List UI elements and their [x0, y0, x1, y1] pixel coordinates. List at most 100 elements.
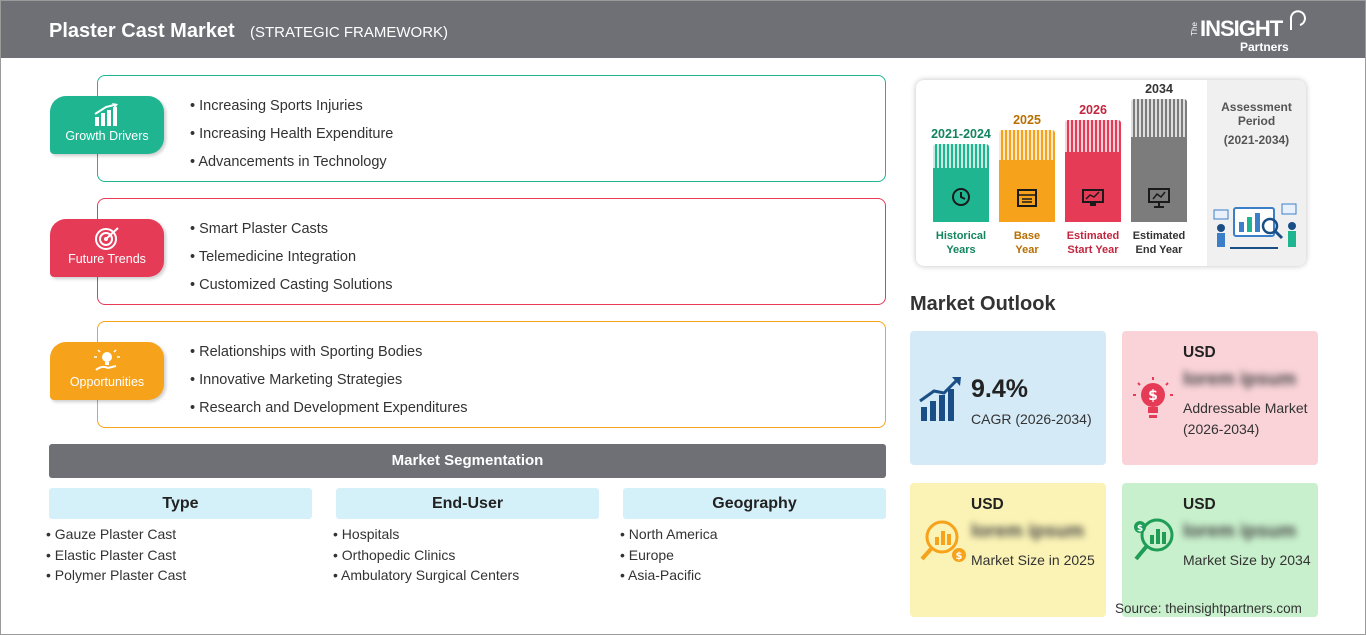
list-item: Orthopedic Clinics	[333, 545, 519, 566]
timeline-start-icon	[1080, 185, 1106, 214]
timeline-label-line: Estimated	[1132, 230, 1186, 242]
segment-geography-header: Geography	[623, 488, 886, 519]
assessment-period-title: Assessment Period	[1221, 100, 1292, 128]
size-2025-value-blurred: lorem ipsum	[971, 521, 1084, 542]
future-trends-badge: Future Trends	[50, 219, 164, 277]
svg-text:$: $	[1148, 388, 1158, 404]
list-item: North America	[620, 524, 718, 545]
timeline-year-end: 2034	[1145, 82, 1173, 96]
target-icon	[95, 227, 119, 250]
source-credit[interactable]: Source: theinsightpartners.com	[1115, 601, 1302, 616]
opportunities-badge: Opportunities	[50, 342, 164, 400]
list-item: Telemedicine Integration	[190, 243, 393, 271]
future-trends-box: Smart Plaster Casts Telemedicine Integra…	[97, 198, 886, 305]
list-item: Elastic Plaster Cast	[46, 545, 186, 566]
money-magnifier-icon: $	[1134, 518, 1174, 561]
timeline-bar-stripes	[1131, 99, 1187, 137]
money-bulb-icon: $	[1133, 377, 1173, 418]
badge-label: Opportunities	[69, 375, 145, 389]
addressable-usd-label: USD	[1183, 344, 1216, 361]
page-subtitle: (STRATEGIC FRAMEWORK)	[250, 24, 449, 41]
badge-label: Future Trends	[68, 252, 146, 266]
future-trends-list: Smart Plaster Casts Telemedicine Integra…	[190, 215, 393, 299]
timeline-year-historical: 2021-2024	[931, 127, 991, 141]
segment-end-user-header: End-User	[336, 488, 599, 519]
segment-type-list: Gauze Plaster Cast Elastic Plaster Cast …	[46, 524, 186, 586]
timeline-label-line: Years	[946, 244, 976, 256]
page-title: Plaster Cast Market	[49, 20, 235, 42]
assessment-period-range: (2021-2034)	[1223, 133, 1290, 147]
svg-text:$: $	[956, 551, 963, 562]
list-item: Increasing Sports Injuries	[190, 92, 393, 120]
timeline-year-start: 2026	[1079, 103, 1107, 117]
size-2025-usd-label: USD	[971, 496, 1004, 513]
insight-partners-logo[interactable]: The INSIGHT Partners	[1190, 10, 1310, 54]
list-item: Research and Development Expenditures	[190, 394, 467, 422]
header-bar: Plaster Cast Market (STRATEGIC FRAMEWORK…	[0, 0, 1366, 58]
bar-growth-icon	[94, 103, 118, 126]
timeline-bar-stripes	[1065, 120, 1121, 152]
addressable-market-card: $ USD lorem ipsum Addressable Market (20…	[1122, 331, 1318, 465]
timeline-bar-start	[1065, 120, 1121, 222]
timeline-historical-icon	[948, 185, 974, 214]
timeline-end-icon	[1146, 185, 1172, 214]
segment-end-user-list: Hospitals Orthopedic Clinics Ambulatory …	[333, 524, 519, 586]
badge-label: Growth Drivers	[65, 129, 149, 143]
size-2034-value-blurred: lorem ipsum	[1183, 521, 1296, 542]
size-2034-usd-label: USD	[1183, 496, 1216, 513]
segment-geography-list: North America Europe Asia-Pacific	[620, 524, 718, 586]
timeline-bar-historical	[933, 144, 989, 222]
timeline-label-line: Start Year	[1067, 244, 1119, 256]
opportunities-list: Relationships with Sporting Bodies Innov…	[190, 338, 468, 422]
timeline-label-line: Base	[1013, 230, 1041, 242]
timeline-bar-base	[999, 130, 1055, 222]
assessment-period-panel: Assessment Period (2021-2034)	[1207, 80, 1306, 266]
addressable-value-blurred: lorem ipsum	[1183, 369, 1296, 390]
list-item: Gauze Plaster Cast	[46, 524, 186, 545]
cagr-label: CAGR (2026-2034)	[971, 411, 1092, 427]
list-item: Ambulatory Surgical Centers	[333, 565, 519, 586]
market-size-2034-card: $ USD lorem ipsum Market Size by 2034	[1122, 483, 1318, 617]
lightbulb-hand-icon	[94, 349, 120, 371]
list-item: Increasing Health Expenditure	[190, 120, 393, 148]
svg-text:$: $	[1137, 524, 1143, 534]
list-item: Europe	[620, 545, 718, 566]
growth-chart-icon	[919, 377, 961, 421]
timeline-bar-end	[1131, 99, 1187, 222]
list-item: Advancements in Technology	[190, 148, 393, 176]
list-item: Polymer Plaster Cast	[46, 565, 186, 586]
list-item: Customized Casting Solutions	[190, 271, 392, 299]
list-item: Relationships with Sporting Bodies	[190, 338, 468, 366]
market-segmentation-header: Market Segmentation	[49, 444, 886, 478]
money-analysis-icon: $	[920, 520, 966, 562]
timeline-base-icon	[1014, 185, 1040, 214]
opportunities-box: Relationships with Sporting Bodies Innov…	[97, 321, 886, 428]
list-item: Innovative Marketing Strategies	[190, 366, 468, 394]
addressable-market-label: Addressable Market (2026-2034)	[1183, 400, 1308, 437]
analytics-people-icon	[1213, 203, 1297, 249]
logo-partners: Partners	[1240, 40, 1289, 54]
cagr-card: 9.4% CAGR (2026-2034)	[910, 331, 1106, 465]
list-item: Hospitals	[333, 524, 519, 545]
growth-drivers-badge: Growth Drivers	[50, 96, 164, 154]
cagr-value: 9.4%	[971, 375, 1028, 403]
growth-drivers-box: Increasing Sports Injuries Increasing He…	[97, 75, 886, 182]
growth-drivers-list: Increasing Sports Injuries Increasing He…	[190, 92, 393, 176]
market-size-2025-card: $ USD lorem ipsum Market Size in 2025	[910, 483, 1106, 617]
timeline-label-line: End Year	[1135, 244, 1183, 256]
market-outlook-title: Market Outlook	[910, 293, 1056, 315]
timeline-label-line: Estimated	[1066, 230, 1120, 242]
logo-insight: INSIGHT	[1200, 16, 1283, 41]
logo-arc-icon	[1289, 10, 1306, 30]
timeline-label-line: Year	[1015, 244, 1039, 256]
size-2025-label: Market Size in 2025	[971, 552, 1095, 568]
timeline-bar-stripes	[999, 130, 1055, 160]
list-item: Asia-Pacific	[620, 565, 718, 586]
timeline-label-line: Historical	[935, 230, 987, 242]
timeline-bar-stripes	[933, 144, 989, 168]
size-2034-label: Market Size by 2034	[1183, 552, 1311, 568]
